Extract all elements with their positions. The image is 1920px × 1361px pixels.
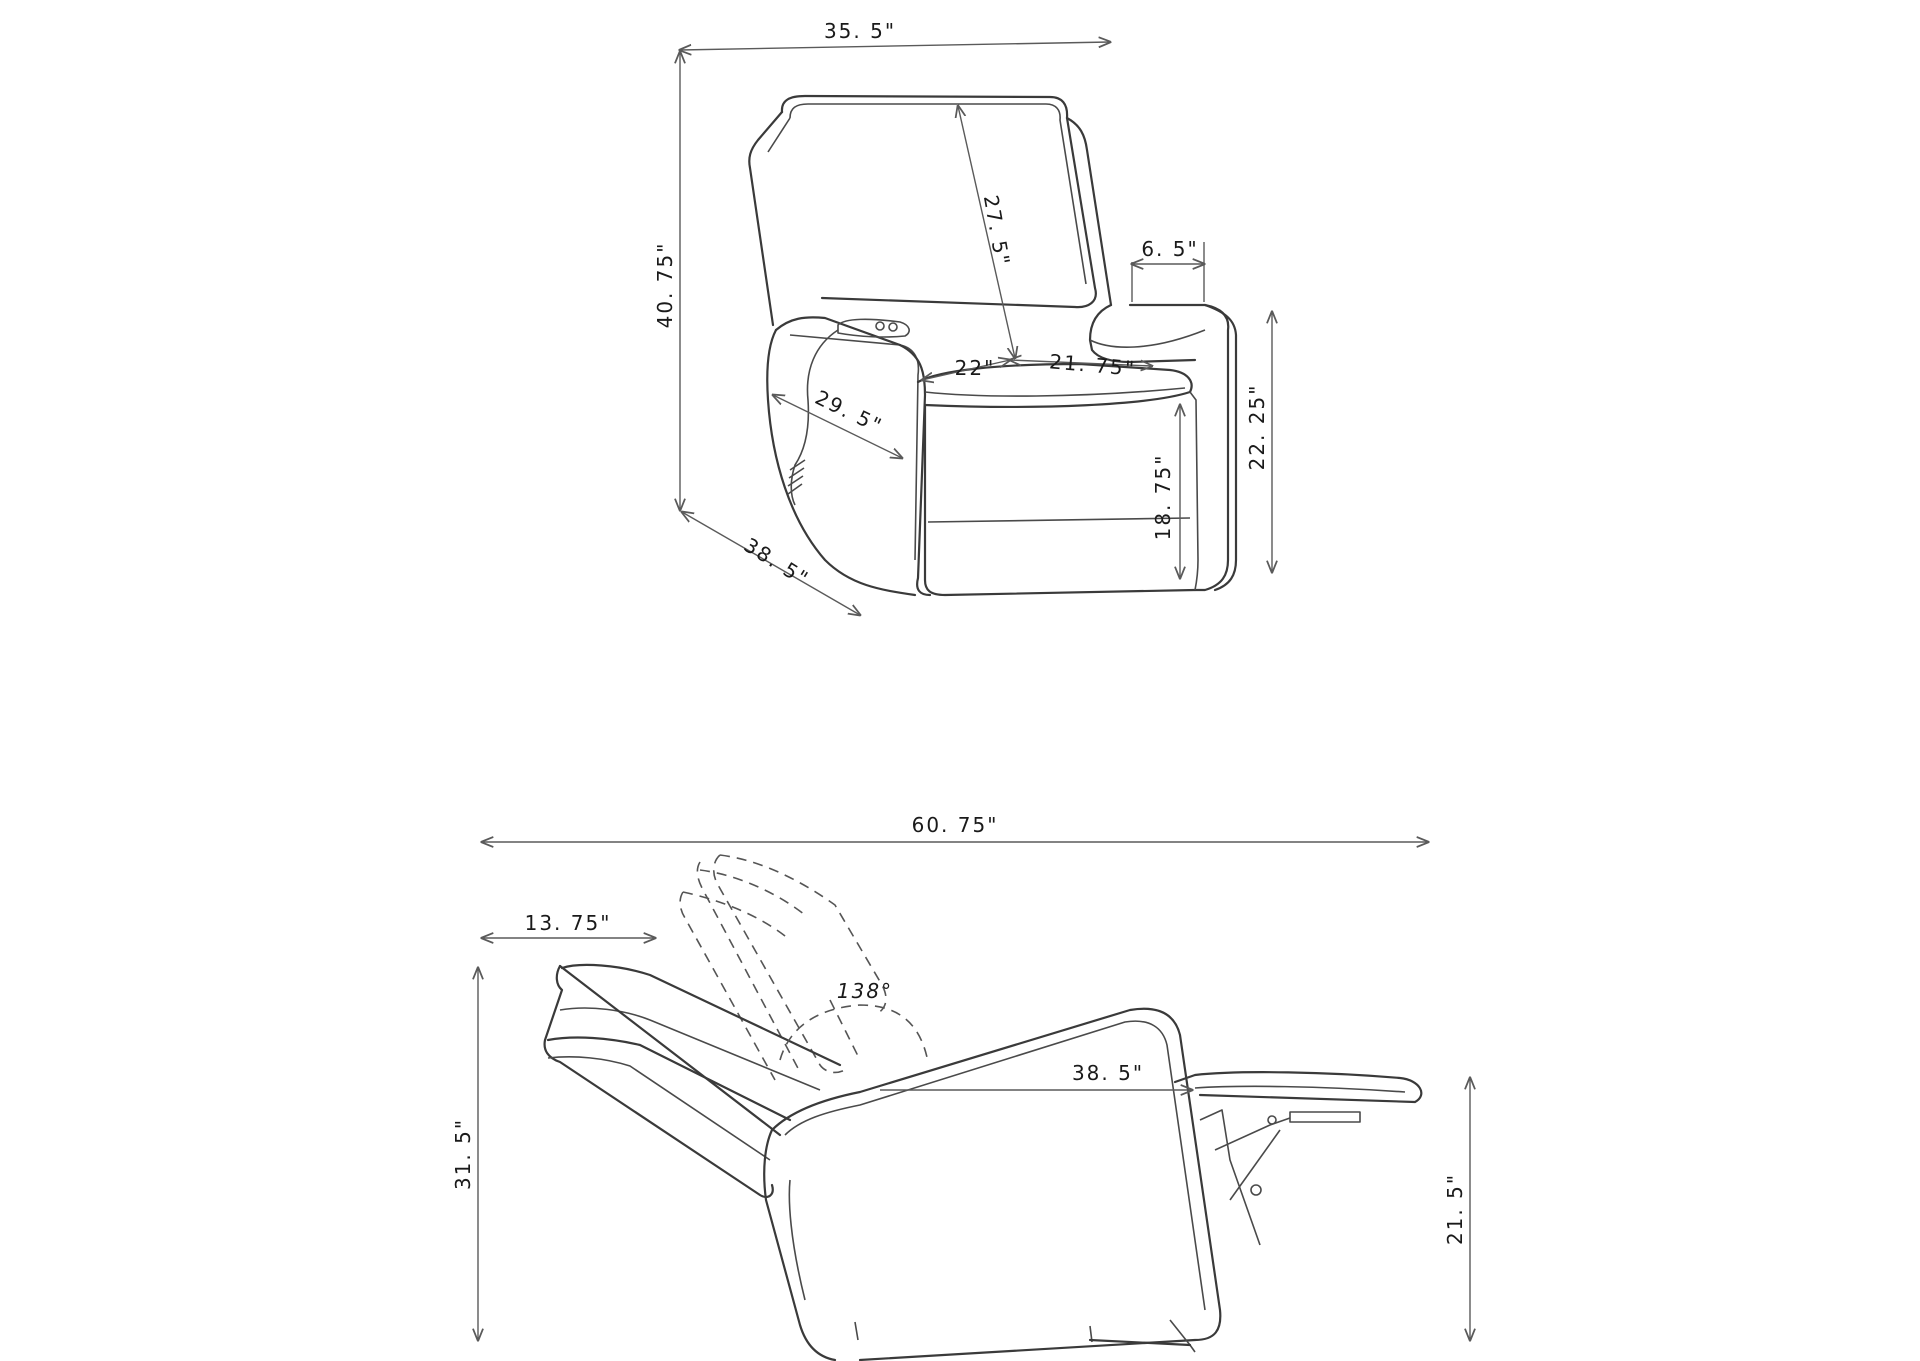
seat-width-label: 22": [955, 356, 996, 380]
back-height-label: 27. 5": [979, 193, 1015, 268]
reclined-height-label: 31. 5": [451, 1118, 475, 1190]
side-view-dimensions: 60. 75" 13. 75" 138° 38. 5" 31. 5" 21. 5…: [451, 813, 1470, 1340]
seat-depth-label: 21. 75": [1048, 349, 1137, 380]
overall-height-label: 40. 75": [653, 242, 677, 329]
overall-width-label: 35. 5": [824, 19, 896, 43]
side-depth-label: 29. 5": [811, 385, 886, 438]
seat-height-label: 18. 75": [1151, 454, 1175, 541]
side-view-chair: [543, 854, 1423, 1361]
front-view-dimensions: 35. 5" 40. 75" 27. 5" 6. 5" 22" 21. 75" …: [653, 19, 1272, 615]
seat-length-label: 38. 5": [1072, 1061, 1144, 1085]
arm-width-label: 6. 5": [1141, 237, 1198, 261]
reclined-length-label: 60. 75": [912, 813, 999, 837]
arm-height-label: 22. 25": [1245, 384, 1269, 471]
front-view-chair: [748, 94, 1238, 597]
recline-angle-label: 138°: [837, 979, 893, 1003]
overall-depth-label: 38. 5": [740, 533, 814, 592]
wall-clearance-label: 13. 75": [525, 911, 612, 935]
footrest-height-label: 21. 5": [1443, 1173, 1467, 1245]
